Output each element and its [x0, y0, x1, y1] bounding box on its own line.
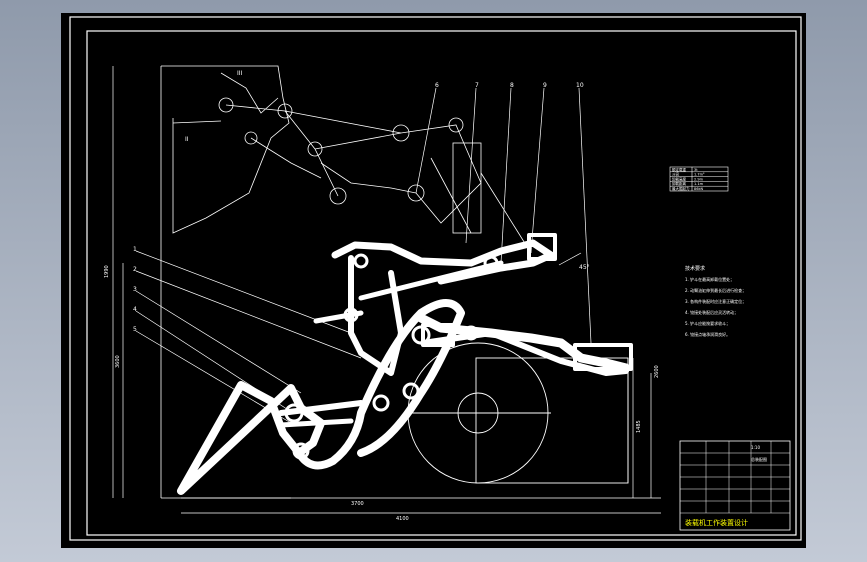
callout-3: 3 — [133, 286, 137, 293]
dim-1485: 1485 — [636, 420, 642, 433]
param-name: 卸载距离 — [672, 181, 686, 186]
callout-6: 6 — [435, 82, 439, 89]
callout-2: 2 — [133, 266, 137, 273]
callout-10: 10 — [576, 82, 584, 89]
param-value: 1.7m³ — [694, 173, 705, 177]
dimension-lines — [112, 66, 661, 514]
title-block: 装载机工作装置设计 1:10 总装配图 — [679, 440, 791, 531]
bucket — [177, 381, 325, 495]
inner-frame — [86, 30, 797, 536]
part-label-ii: II — [185, 136, 189, 143]
boom-arm — [295, 299, 465, 470]
tech-req-line: 5. 铲斗应能按要求收斗； — [685, 320, 730, 326]
dim-2600: 2600 — [654, 365, 660, 378]
tech-req-line: 3. 各构件装配时应注意正确定位； — [685, 298, 746, 304]
callout-leaders — [135, 87, 592, 424]
dim-3700: 3700 — [351, 501, 364, 507]
title-block-name: 装载机工作装置设计 — [685, 518, 748, 527]
callout-7: 7 — [475, 82, 479, 89]
callout-4: 4 — [133, 306, 137, 313]
parameter-table: 额定载重 3t 斗容 1.7m³ 卸载高度 2.9m 卸载距离 1.1m 最大掘起力 86kN — [669, 166, 729, 192]
dim-3600: 3600 — [115, 355, 121, 368]
tech-req-line: 1. 铲斗在最高卸载位置处； — [685, 276, 734, 282]
param-value: 3t — [694, 168, 698, 172]
dimension-texts: 3700 4100 1990 3600 1485 2600 — [104, 265, 660, 522]
tech-req-line: 2. 动臂油缸伸到最长后进行检查； — [685, 287, 746, 293]
title-block-sheet: 1:10 — [751, 445, 760, 450]
callout-5: 5 — [133, 326, 137, 333]
part-label-iii: III — [237, 70, 243, 77]
callout-1: 1 — [133, 246, 137, 253]
technical-requirements: 技术要求 1. 铲斗在最高卸载位置处； 2. 动臂油缸伸到最长后进行检查； 3.… — [685, 265, 746, 337]
lift-cylinder — [416, 313, 631, 373]
drawing-canvas: 6 7 8 9 10 1 2 3 4 5 III II I 45° 3700 4… — [69, 16, 802, 541]
param-value: 86kN — [694, 187, 703, 191]
tech-req-line: 4. 铰接处装配后应灵活转动； — [685, 309, 738, 315]
lowered-position-outline — [160, 65, 532, 499]
callout-8: 8 — [510, 82, 514, 89]
tech-req-line: 6. 铰接点轴承润滑良好。 — [685, 331, 730, 337]
title-block-part: 总装配图 — [751, 456, 767, 462]
param-name: 斗容 — [672, 172, 680, 177]
param-value: 2.9m — [694, 177, 704, 181]
param-name: 卸载高度 — [672, 176, 686, 181]
dim-1990: 1990 — [104, 265, 110, 278]
param-name: 额定载重 — [672, 167, 686, 172]
angle-label: 45° — [579, 264, 590, 271]
param-value: 1.1m — [694, 182, 704, 186]
param-name: 最大掘起力 — [672, 186, 690, 191]
tech-req-title: 技术要求 — [685, 265, 705, 272]
callout-numbers: 6 7 8 9 10 1 2 3 4 5 III II I 45° — [133, 70, 590, 447]
rocker-arm — [331, 239, 555, 285]
drawing-sheet: 6 7 8 9 10 1 2 3 4 5 III II I 45° 3700 4… — [61, 13, 806, 548]
callout-9: 9 — [543, 82, 547, 89]
part-label-i: I — [229, 440, 231, 447]
dim-4100: 4100 — [396, 516, 409, 522]
raised-working-device — [177, 233, 633, 495]
outer-frame — [69, 16, 802, 541]
